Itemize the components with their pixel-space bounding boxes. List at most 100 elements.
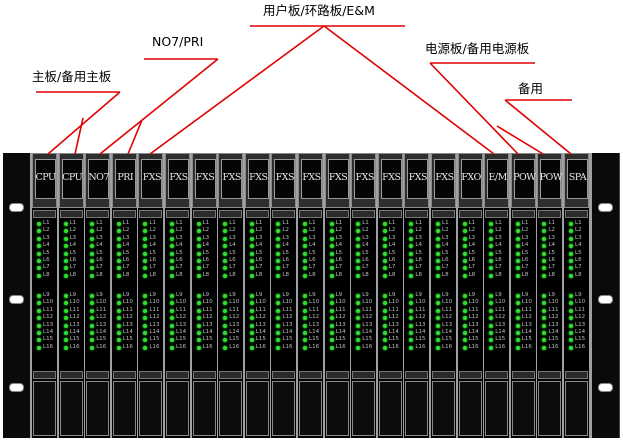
led-row: L1	[325, 220, 350, 228]
led-label: L5	[282, 249, 289, 256]
led-row: L15	[351, 336, 376, 344]
led-row: L13	[298, 322, 323, 330]
status-led-icon	[569, 338, 573, 343]
led-label: L13	[176, 321, 187, 328]
led-row: L1	[537, 220, 562, 228]
led-label: L12	[468, 314, 479, 321]
led-row: L16	[85, 344, 110, 352]
card-name-window	[487, 159, 509, 199]
led-label: L1	[282, 220, 289, 226]
led-row: L14	[537, 329, 562, 337]
status-led-icon	[90, 251, 95, 256]
led-label: L11	[468, 306, 479, 313]
status-led-icon	[116, 266, 121, 271]
led-label: L2	[282, 227, 289, 234]
led-row: L6	[245, 257, 270, 265]
status-led-icon	[462, 345, 467, 350]
led-label: L4	[468, 242, 476, 249]
led-label: L3	[548, 234, 555, 241]
led-row: L6	[218, 257, 243, 265]
led-row: L4	[245, 242, 270, 250]
led-row: L4	[138, 242, 163, 250]
led-label: L10	[335, 299, 346, 306]
card-faceplate-bottom	[33, 381, 56, 436]
led-label: L2	[468, 227, 476, 234]
led-label: L15	[335, 336, 346, 343]
led-row: L14	[192, 329, 217, 337]
led-label: L11	[176, 306, 187, 313]
status-led-icon	[436, 331, 440, 335]
led-label: L14	[442, 329, 453, 335]
card-latch	[192, 210, 216, 218]
leader-power-1	[429, 62, 519, 155]
status-led-icon	[409, 244, 414, 249]
status-led-icon	[90, 323, 95, 328]
led-row: L13	[165, 321, 190, 330]
status-led-icon	[303, 222, 307, 226]
led-row: L4	[511, 242, 536, 250]
led-label: L10	[282, 299, 293, 306]
led-label: L1	[255, 220, 263, 226]
status-led-icon	[116, 316, 121, 321]
led-label: L12	[388, 314, 399, 321]
led-row: L13	[218, 322, 243, 330]
led-row: L1	[511, 220, 536, 228]
led-row: L14	[431, 329, 456, 337]
led-row: L8	[537, 272, 562, 280]
led-label: L10	[309, 299, 320, 306]
led-row: L15	[218, 336, 243, 344]
status-led-icon	[276, 251, 281, 256]
led-row: L15	[59, 336, 84, 344]
led-row: L6	[431, 257, 456, 265]
led-row: L8	[218, 272, 243, 280]
status-led-icon	[276, 222, 281, 226]
led-label: L2	[388, 227, 396, 234]
led-row: L14	[218, 329, 243, 337]
status-led-icon	[356, 294, 361, 298]
led-label: L2	[442, 227, 449, 234]
status-led-icon	[143, 266, 148, 271]
led-label: L14	[335, 329, 346, 335]
status-led-icon	[436, 222, 440, 226]
card-name-window	[221, 159, 243, 199]
status-led-icon	[382, 294, 387, 298]
status-led-icon	[63, 251, 68, 256]
card-name-window	[168, 159, 189, 199]
led-label: L9	[468, 292, 476, 298]
led-row: L10	[271, 299, 296, 307]
led-row: L5	[404, 250, 429, 258]
led-label: L11	[335, 306, 346, 313]
led-label: L9	[495, 292, 502, 298]
status-led-icon	[329, 308, 334, 313]
led-row: L8	[271, 272, 296, 280]
card-name: FXS	[408, 172, 428, 183]
card-latch	[458, 210, 482, 218]
led-label: L15	[96, 336, 107, 343]
status-led-icon	[276, 294, 281, 298]
status-led-icon	[542, 273, 547, 278]
label-no7-pri: NO7/PRI	[152, 34, 204, 49]
led-row: L14	[85, 329, 110, 337]
status-led-icon	[382, 323, 387, 328]
led-label: L16	[442, 343, 453, 350]
status-led-icon	[249, 259, 254, 263]
led-row: L14	[112, 329, 137, 337]
status-led-icon	[63, 345, 68, 350]
card-latch	[166, 371, 189, 379]
led-label: L10	[176, 299, 187, 306]
led-row: L16	[112, 344, 137, 352]
led-label: L2	[43, 227, 50, 234]
led-label: L10	[96, 299, 107, 306]
led-label: L9	[442, 292, 449, 298]
card-name-window	[434, 159, 455, 199]
led-label: L4	[388, 242, 396, 249]
led-label: L10	[362, 299, 373, 306]
led-label: L11	[149, 306, 160, 313]
led-row: L12	[404, 314, 429, 322]
led-label: L1	[335, 220, 343, 226]
led-label: L11	[442, 306, 453, 313]
led-row: L10	[32, 299, 57, 307]
